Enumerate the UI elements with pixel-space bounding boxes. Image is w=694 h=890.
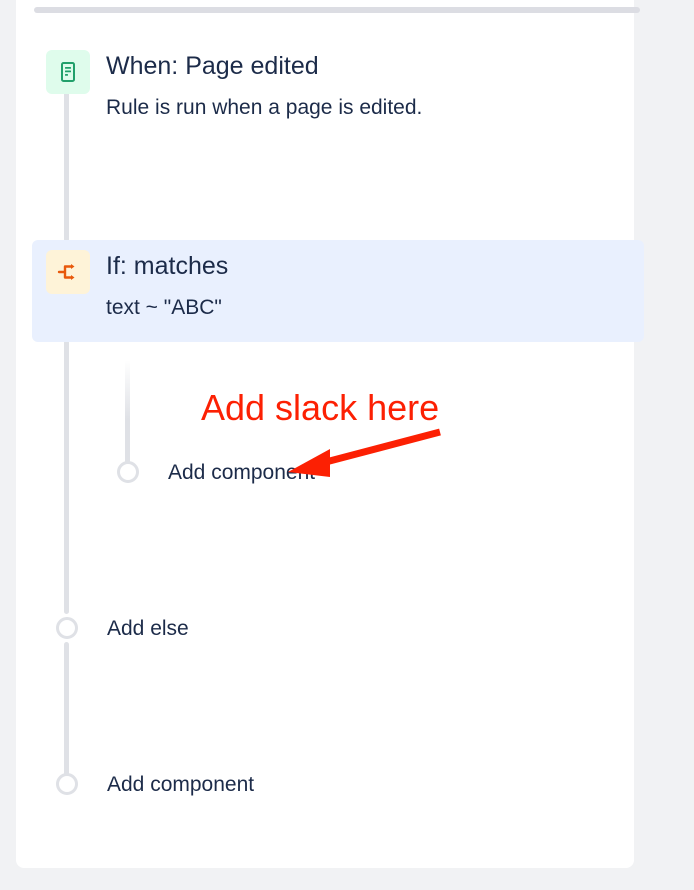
branch-fork-icon [46,250,90,294]
rule-condition-highlight[interactable] [32,240,644,342]
rule-builder-panel: When: Page edited Rule is run when a pag… [16,0,644,868]
empty-node-circle-icon[interactable] [56,617,78,639]
rule-condition-row[interactable]: If: matches text ~ "ABC" [46,250,626,321]
connector-line-trigger-to-condition [64,90,69,242]
rule-trigger-title: When: Page edited [106,52,319,80]
connector-line-nested-branch [125,360,130,468]
empty-node-circle-icon[interactable] [56,773,78,795]
rule-condition-title: If: matches [106,252,229,280]
page-document-icon [46,50,90,94]
rule-condition-subtitle: text ~ "ABC" [106,296,222,319]
empty-node-circle-icon[interactable] [117,461,139,483]
rule-trigger-subtitle: Rule is run when a page is edited. [106,96,423,119]
connector-line-condition-to-else [64,340,69,614]
rule-condition-text: If: matches text ~ "ABC" [106,250,228,321]
add-component-nested-button[interactable]: Add component [168,461,316,484]
connector-line-else-to-add-component [64,642,69,788]
add-component-button[interactable]: Add component [107,773,255,796]
rule-trigger-row[interactable]: When: Page edited Rule is run when a pag… [46,50,626,121]
horizontal-scrollbar[interactable] [34,7,640,13]
rule-trigger-text: When: Page edited Rule is run when a pag… [106,50,422,121]
add-else-button[interactable]: Add else [107,617,189,640]
